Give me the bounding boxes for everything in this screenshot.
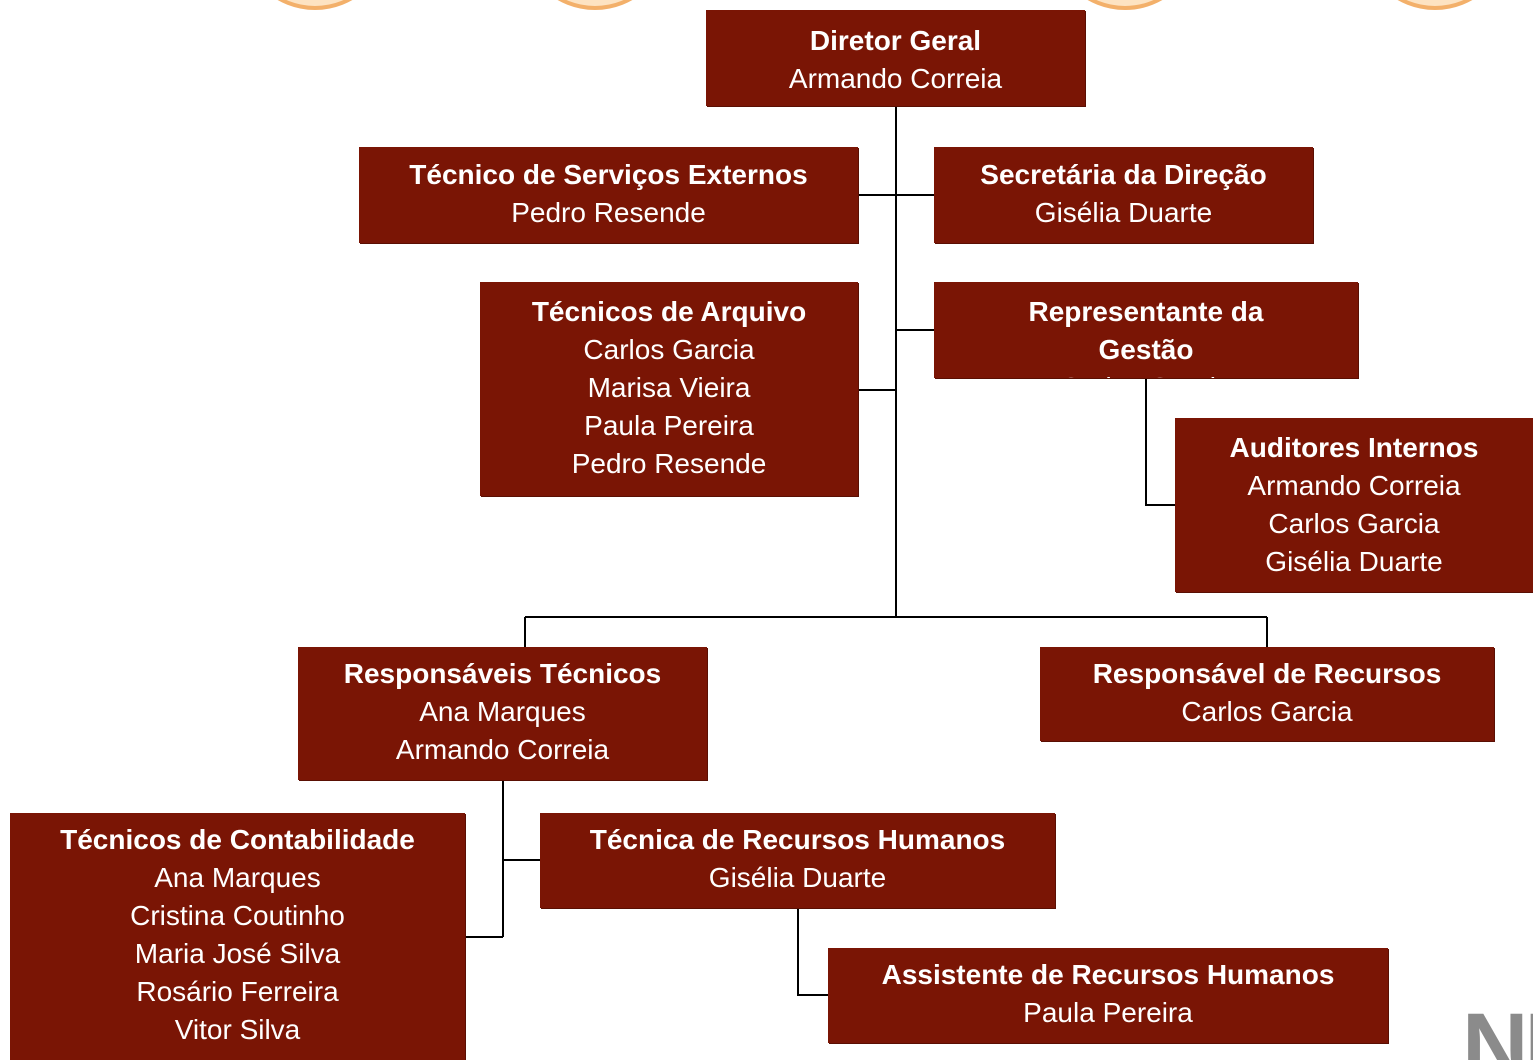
- node-title: Assistente de Recursos Humanos: [881, 959, 1335, 990]
- node-member: Carlos Garcia: [1181, 696, 1353, 727]
- node-member: Cristina Coutinho: [130, 900, 345, 931]
- node-member: Ana Marques: [419, 696, 586, 727]
- node-member: Gisélia Duarte: [1265, 546, 1443, 577]
- node-member: Armando Correia: [1247, 470, 1461, 501]
- node-member: Armando Correia: [395, 734, 610, 765]
- node-title: Técnica de Recursos Humanos: [589, 824, 1006, 855]
- node-title: Responsável de Recursos: [1092, 658, 1442, 689]
- node-title: Responsáveis Técnicos: [343, 658, 662, 689]
- node-title: Secretária da Direção: [980, 159, 1267, 190]
- node-member: Pedro Resende: [571, 448, 767, 479]
- node-title: Técnico de Serviços Externos: [409, 159, 808, 190]
- node-archive: Técnicos de Arquivo Carlos Garcia Marisa…: [480, 282, 858, 496]
- node-external-services: Técnico de Serviços Externos Pedro Resen…: [359, 147, 858, 243]
- node-member: Marisa Vieira: [587, 372, 751, 403]
- node-management-representative: Representante da Gestão Carlos Garcia: [934, 282, 1358, 378]
- node-title: Técnicos de Contabilidade: [60, 824, 415, 855]
- node-resources-lead: Responsável de Recursos Carlos Garcia: [1040, 647, 1494, 741]
- node-internal-auditors: Auditores Internos Armando Correia Carlo…: [1175, 418, 1533, 592]
- connector-line: [1145, 378, 1175, 506]
- node-member: Carlos Garcia: [934, 369, 1358, 378]
- node-member: Rosário Ferreira: [136, 976, 339, 1007]
- node-member: Carlos Garcia: [1268, 508, 1440, 539]
- node-hr-assistant: Assistente de Recursos Humanos Paula Per…: [828, 948, 1388, 1043]
- node-member: Paula Pereira: [584, 410, 754, 441]
- node-secretary: Secretária da Direção Gisélia Duarte: [934, 147, 1313, 243]
- node-title: Diretor Geral: [809, 25, 982, 56]
- node-member: Carlos Garcia: [583, 334, 755, 365]
- node-member: Armando Correia: [788, 63, 1003, 94]
- node-title: Gestão: [1098, 334, 1194, 365]
- node-title: Técnicos de Arquivo: [531, 296, 807, 327]
- node-member: Gisélia Duarte: [708, 862, 887, 893]
- node-member: Pedro Resende: [511, 197, 706, 228]
- node-member: Vitor Silva: [174, 1014, 301, 1045]
- node-member: Maria José Silva: [134, 938, 341, 969]
- logo: NEW: [1462, 995, 1533, 1060]
- connector-line: [797, 908, 828, 996]
- node-member: Paula Pereira: [1023, 997, 1193, 1028]
- node-director: Diretor Geral Armando Correia: [706, 10, 1085, 106]
- node-accounting: Técnicos de Contabilidade Ana Marques Cr…: [10, 813, 465, 1060]
- node-title: Auditores Internos: [1229, 432, 1479, 463]
- node-technical-leads: Responsáveis Técnicos Ana Marques Armand…: [298, 647, 707, 780]
- node-title: Representante da: [1028, 296, 1264, 327]
- node-member: Ana Marques: [154, 862, 321, 893]
- node-hr-technician: Técnica de Recursos Humanos Gisélia Duar…: [540, 813, 1055, 908]
- node-member: Gisélia Duarte: [1034, 197, 1213, 228]
